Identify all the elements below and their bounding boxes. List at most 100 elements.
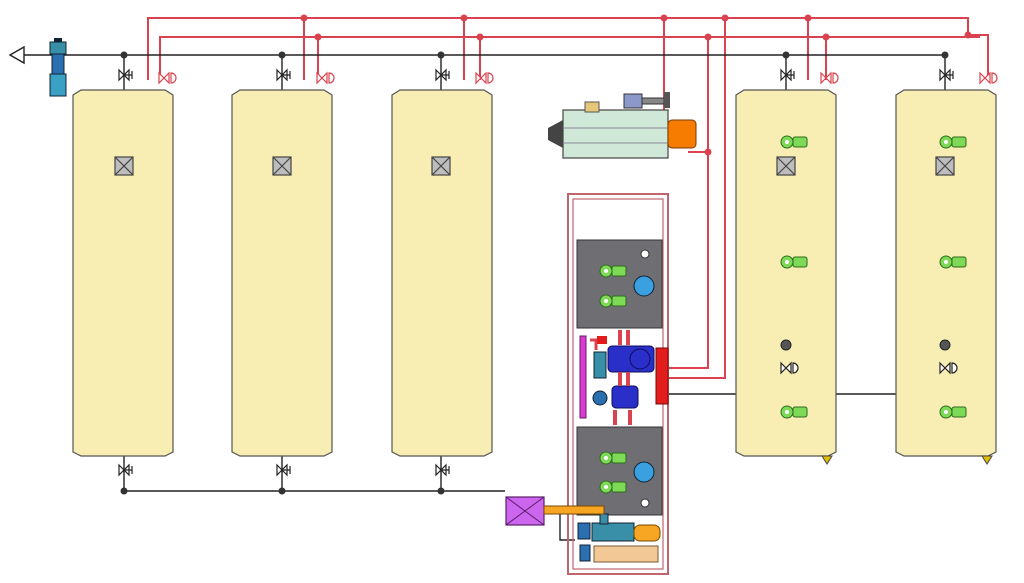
upper-tank-dome <box>633 275 655 297</box>
control-junction <box>721 14 729 22</box>
level-sensor-icon <box>780 405 808 419</box>
pump-motor-icon <box>611 385 639 409</box>
sensor-eye <box>785 260 789 264</box>
tank-body <box>735 89 837 457</box>
sensor-body <box>611 295 627 307</box>
sensor-eye <box>944 140 948 144</box>
tank-body <box>231 89 333 457</box>
lower-tank-dome <box>633 461 655 483</box>
actuated-valve-icon <box>979 71 998 85</box>
control-to-skid-1 <box>662 18 726 379</box>
actuator <box>951 362 958 374</box>
control-junction <box>704 33 712 41</box>
level-sensor-icon <box>599 264 627 278</box>
sensor-eye <box>604 456 608 460</box>
vent-header <box>22 54 946 90</box>
actuator <box>170 72 177 84</box>
actuated-valve-icon <box>158 71 177 85</box>
sensor-eye <box>944 260 948 264</box>
junction-dot <box>278 487 286 495</box>
control-junction <box>964 31 972 39</box>
level-sensor-icon <box>939 135 967 149</box>
gate-valve-icon <box>435 68 450 82</box>
junction-dot <box>120 51 128 59</box>
boiler-coupling <box>664 92 670 108</box>
gate-valve-icon <box>118 463 133 477</box>
valve-body <box>158 71 170 85</box>
orange-tank <box>633 524 661 542</box>
process-skid <box>567 193 669 575</box>
actuator <box>792 362 799 374</box>
tank <box>72 68 177 477</box>
probe-icon <box>939 339 951 351</box>
valve-body <box>780 361 792 375</box>
pump-motor-end <box>629 348 651 370</box>
tank <box>735 68 839 465</box>
actuated-valve-icon <box>820 71 839 85</box>
valve-handle <box>441 71 450 79</box>
boiler-fitting <box>584 101 600 113</box>
skid-red-piping <box>613 330 632 425</box>
sensor-body <box>611 265 627 277</box>
vent-drops <box>123 55 946 90</box>
manhole-icon <box>776 156 796 176</box>
valve-handle <box>786 71 795 79</box>
valve-body <box>939 361 951 375</box>
tank <box>391 68 494 477</box>
sensor-body <box>611 481 627 493</box>
probe-icon <box>780 339 792 351</box>
manhole-cross <box>431 156 451 176</box>
boiler-flue <box>548 120 563 148</box>
vent-header-junctions <box>120 51 949 59</box>
boiler-shaft <box>641 97 665 105</box>
level-sensor-icon <box>599 451 627 465</box>
control-junction <box>704 148 712 156</box>
gate-valve-icon <box>939 68 954 82</box>
actuated-valve-icon <box>780 361 799 375</box>
manhole-cross <box>114 156 134 176</box>
control-junction <box>804 14 812 22</box>
sensor-eye <box>604 269 608 273</box>
tank-body <box>72 89 174 457</box>
control-junction <box>460 14 468 22</box>
sensor-eye <box>604 299 608 303</box>
valve-body <box>820 71 832 85</box>
junction-dot <box>120 487 128 495</box>
junction-dot <box>941 51 949 59</box>
level-sensor-icon <box>939 405 967 419</box>
valve-body <box>979 71 991 85</box>
drain-junctions <box>120 487 445 495</box>
level-sensor-icon <box>780 255 808 269</box>
pump-motor-icon <box>623 93 643 109</box>
gate-valve-icon <box>118 68 133 82</box>
pressure-gauge-icon <box>640 498 650 508</box>
control-to-skid-2 <box>662 37 709 369</box>
header-red <box>655 347 669 405</box>
pump-icon <box>592 390 608 406</box>
gate-valve-icon <box>276 463 291 477</box>
sensor-body <box>951 256 967 268</box>
sensor-eye <box>604 485 608 489</box>
control-junction <box>822 33 830 41</box>
vent-triangle-icon <box>8 45 25 65</box>
valve-handle <box>124 466 133 474</box>
level-sensor-icon <box>780 135 808 149</box>
manhole-cross <box>935 156 955 176</box>
sensor-body <box>792 406 808 418</box>
control-junction <box>660 14 668 22</box>
violet-box-cross <box>505 496 545 526</box>
burner-icon <box>667 119 697 149</box>
control-junction <box>476 33 484 41</box>
actuated-valve-icon <box>939 361 958 375</box>
drain-drops <box>281 455 442 491</box>
gate-valve-icon <box>276 68 291 82</box>
sensor-eye <box>944 410 948 414</box>
magenta-column <box>579 335 587 419</box>
actuated-valve-icon <box>316 71 335 85</box>
manhole-icon <box>114 156 134 176</box>
actuator <box>832 72 839 84</box>
bottom-valve <box>579 544 591 562</box>
tank <box>895 68 998 465</box>
